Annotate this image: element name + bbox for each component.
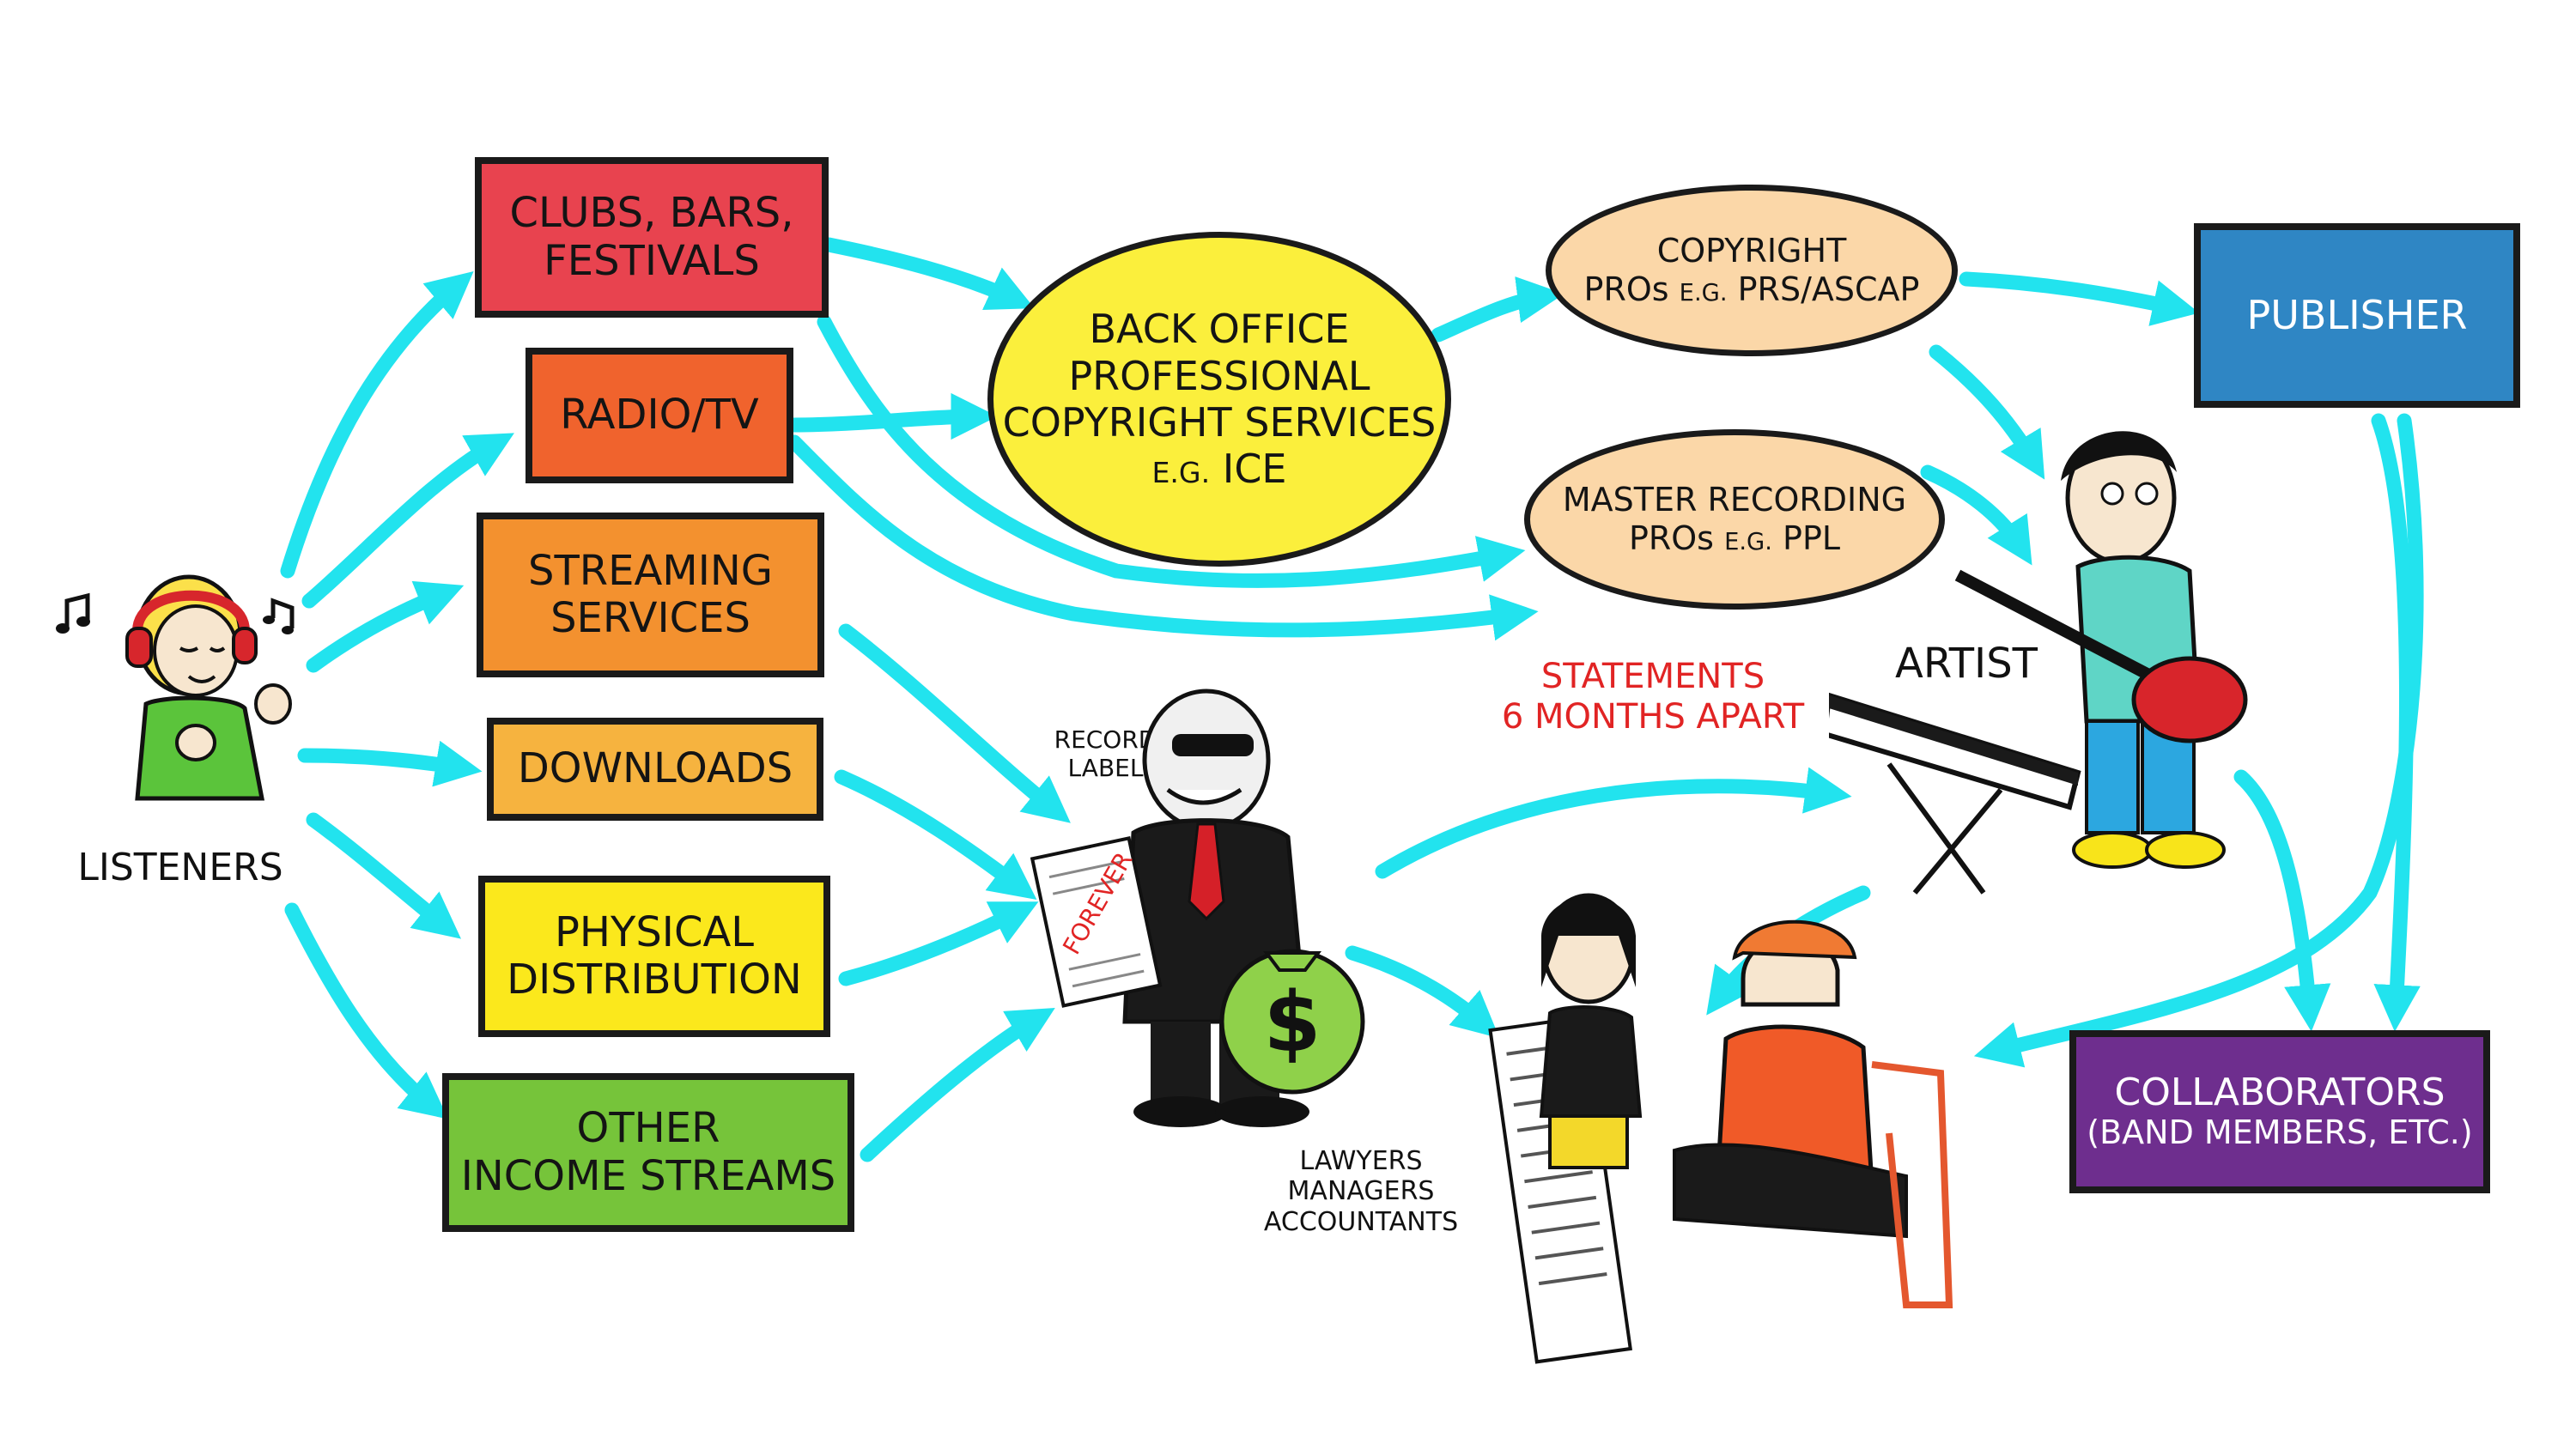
arrow-publisher-collab-b (2371, 413, 2421, 1032)
copyright-names: PRS/ASCAP (1737, 270, 1920, 308)
arrow-streaming-label (838, 623, 1071, 823)
arrow-master-artist (1920, 464, 2032, 566)
downloads-box: DOWNLOADS (487, 718, 823, 821)
back-office-oval: BACK OFFICE PROFESSIONAL COPYRIGHT SERVI… (987, 232, 1451, 567)
arrow-downloads-label (834, 769, 1037, 901)
back-office-eg: E.G. (1151, 456, 1211, 490)
other-income-streams-box: OTHER INCOME STREAMS (442, 1073, 854, 1232)
dollar-bag-icon (1219, 949, 1365, 1095)
headphones-icon (125, 590, 258, 668)
intermediaries-line1: LAWYERS (1299, 1146, 1423, 1176)
master-eg: E.G. (1724, 529, 1772, 555)
copyright-eg: E.G. (1679, 280, 1728, 306)
artist-label: ARTIST (1895, 640, 2038, 688)
publisher-box: PUBLISHER (2194, 223, 2520, 408)
artist-figure (1821, 403, 2275, 901)
arrow-label-artist (1375, 767, 1852, 879)
arrow-listeners-physical (306, 812, 461, 939)
radio-tv-box: RADIO/TV (526, 348, 793, 483)
back-office-line2: PROFESSIONAL (1068, 352, 1370, 399)
arrow-label-lawyers (1345, 945, 1500, 1039)
intermediaries-line2: MANAGERS (1287, 1176, 1435, 1207)
master-line1: MASTER RECORDING (1562, 481, 1907, 519)
listeners-label: LISTENERS (77, 846, 283, 889)
collaborators-line2: (BAND MEMBERS, ETC.) (2087, 1113, 2473, 1152)
collaborators-box: COLLABORATORS (BAND MEMBERS, ETC.) (2069, 1030, 2490, 1193)
arrow-listeners-clubs (280, 270, 474, 579)
copyright-pros: PROs (1583, 270, 1669, 308)
arrow-listeners-streaming (306, 580, 465, 673)
record-label-text: RECORD LABEL (1030, 725, 1181, 782)
statements-label: STATEMENTS 6 MONTHS APART (1490, 657, 1816, 737)
collaborators-line1: COLLABORATORS (2114, 1070, 2445, 1114)
dollar-sign: $ (1263, 974, 1321, 1071)
back-office-line1: BACK OFFICE (1089, 306, 1350, 353)
listener-figure (52, 567, 318, 824)
clubs-line2: FESTIVALS (544, 236, 760, 285)
clubs-bars-festivals-box: CLUBS, BARS, FESTIVALS (475, 157, 829, 318)
intermediaries-figure (1460, 876, 1975, 1365)
record-label-line2: LABEL (1067, 754, 1144, 783)
publisher-label: PUBLISHER (2246, 292, 2468, 339)
streaming-services-box: STREAMING SERVICES (477, 513, 824, 677)
back-office-name: ICE (1222, 446, 1287, 493)
master-pros: PROs (1628, 519, 1714, 557)
record-label-line1: RECORD (1054, 725, 1157, 754)
arrow-listeners-downloads (297, 740, 483, 787)
other-line1: OTHER (576, 1104, 720, 1153)
arrow-copyright-publisher (1959, 271, 2200, 326)
copyright-pros-oval: COPYRIGHT PROs E.G. PRS/ASCAP (1546, 185, 1958, 356)
physical-line2: DISTRIBUTION (507, 956, 802, 1004)
downloads-line1: DOWNLOADS (517, 744, 793, 793)
arrow-physical-label (838, 901, 1039, 986)
guitar-icon (1954, 569, 2248, 743)
arrow-listeners-other (284, 902, 448, 1119)
arrow-backoffice-copyright (1431, 276, 1564, 343)
arrow-copyright-artist (1929, 344, 2045, 480)
streaming-line1: STREAMING (528, 546, 773, 595)
radio-line1: RADIO/TV (560, 391, 759, 440)
statements-line1: STATEMENTS (1540, 657, 1765, 696)
physical-distribution-box: PHYSICAL DISTRIBUTION (478, 876, 830, 1037)
arrow-other-label (860, 1008, 1055, 1162)
physical-line1: PHYSICAL (554, 907, 755, 956)
arrow-artist-collab (2233, 769, 2331, 1032)
music-note-icon (56, 592, 90, 634)
streaming-line2: SERVICES (550, 594, 750, 642)
master-names: PPL (1783, 519, 1841, 557)
statements-line2: 6 MONTHS APART (1501, 697, 1805, 737)
back-office-line3: COPYRIGHT SERVICES (1002, 399, 1437, 446)
other-line2: INCOME STREAMS (460, 1151, 836, 1200)
record-label-figure (1030, 687, 1391, 1142)
keyboard-icon (1821, 692, 2081, 895)
music-note-icon (263, 598, 295, 634)
arrow-publisher-collab-a (1973, 413, 2424, 1068)
clubs-line1: CLUBS, BARS, (509, 189, 794, 238)
arrow-clubs-master (817, 314, 1526, 588)
copyright-line1: COPYRIGHT (1656, 232, 1847, 270)
intermediaries-label: LAWYERS MANAGERS ACCOUNTANTS (1245, 1146, 1477, 1237)
arrow-listeners-radio (301, 433, 514, 609)
arrow-radio-master (787, 434, 1539, 641)
arrow-clubs-backoffice (821, 237, 1035, 311)
master-recording-pros-oval: MASTER RECORDING PROs E.G. PPL (1524, 429, 1945, 610)
intermediaries-line3: ACCOUNTANTS (1263, 1206, 1459, 1237)
